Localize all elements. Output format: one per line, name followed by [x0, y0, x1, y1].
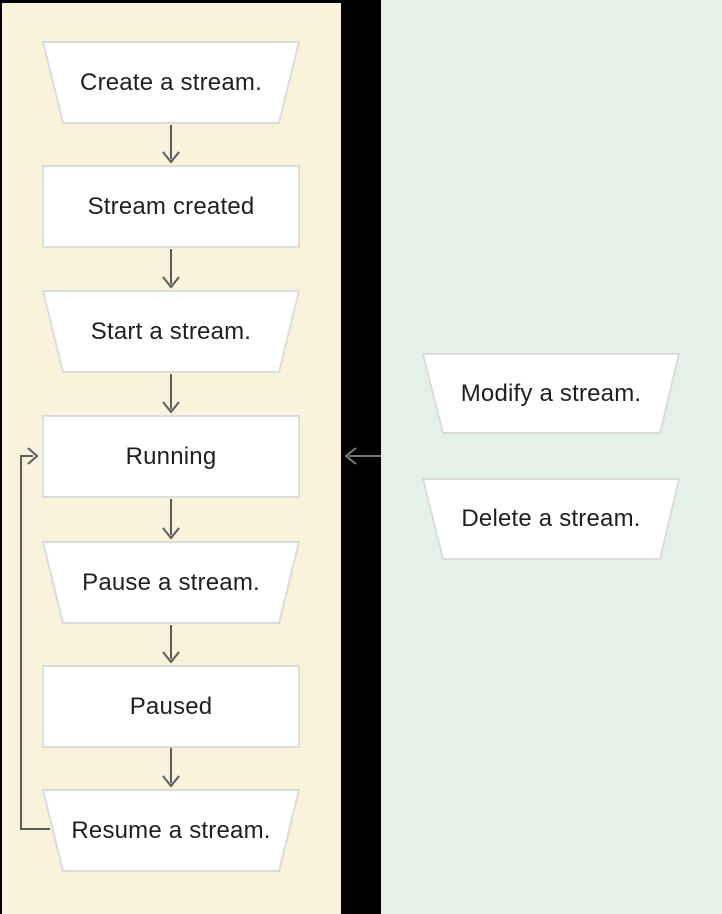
node-modify-a-stream: Modify a stream. — [422, 353, 680, 434]
trapezoid-shape — [422, 353, 680, 434]
node-label: Modify a stream. — [460, 379, 642, 407]
node-label: Stream created — [87, 192, 255, 220]
node-label: Resume a stream. — [71, 816, 271, 844]
modify-delete-panel — [381, 0, 722, 914]
node-paused: Paused — [42, 665, 300, 748]
node-delete-a-stream: Delete a stream. — [422, 478, 680, 560]
trapezoid-shape — [42, 541, 300, 624]
node-label: Running — [125, 442, 217, 470]
arrow-created-to-start — [162, 249, 180, 289]
arrow-pause-to-paused — [162, 625, 180, 664]
node-running: Running — [42, 415, 300, 498]
trapezoid-shape — [42, 41, 300, 124]
node-start-a-stream: Start a stream. — [42, 290, 300, 373]
arrow-paused-to-resume — [162, 748, 180, 788]
node-label: Pause a stream. — [82, 568, 260, 596]
rectangle-shape — [42, 415, 300, 498]
node-label: Paused — [129, 692, 213, 720]
arrow-start-to-running — [162, 374, 180, 414]
rectangle-shape — [42, 165, 300, 248]
node-label: Delete a stream. — [461, 505, 641, 532]
arrow-running-to-pause — [162, 499, 180, 540]
rectangle-shape — [42, 665, 300, 748]
node-create-a-stream: Create a stream. — [42, 41, 300, 124]
node-label: Create a stream. — [80, 68, 262, 96]
node-pause-a-stream: Pause a stream. — [42, 541, 300, 624]
node-label: Start a stream. — [90, 317, 252, 345]
trapezoid-shape — [42, 290, 300, 373]
arrow-rightpanel-to-running — [344, 447, 381, 465]
trapezoid-shape — [422, 478, 680, 560]
node-resume-a-stream: Resume a stream. — [42, 789, 300, 872]
arrow-resume-loop-to-running — [20, 447, 50, 830]
trapezoid-shape — [42, 789, 300, 872]
arrow-create-to-created — [162, 125, 180, 164]
node-stream-created: Stream created — [42, 165, 300, 248]
